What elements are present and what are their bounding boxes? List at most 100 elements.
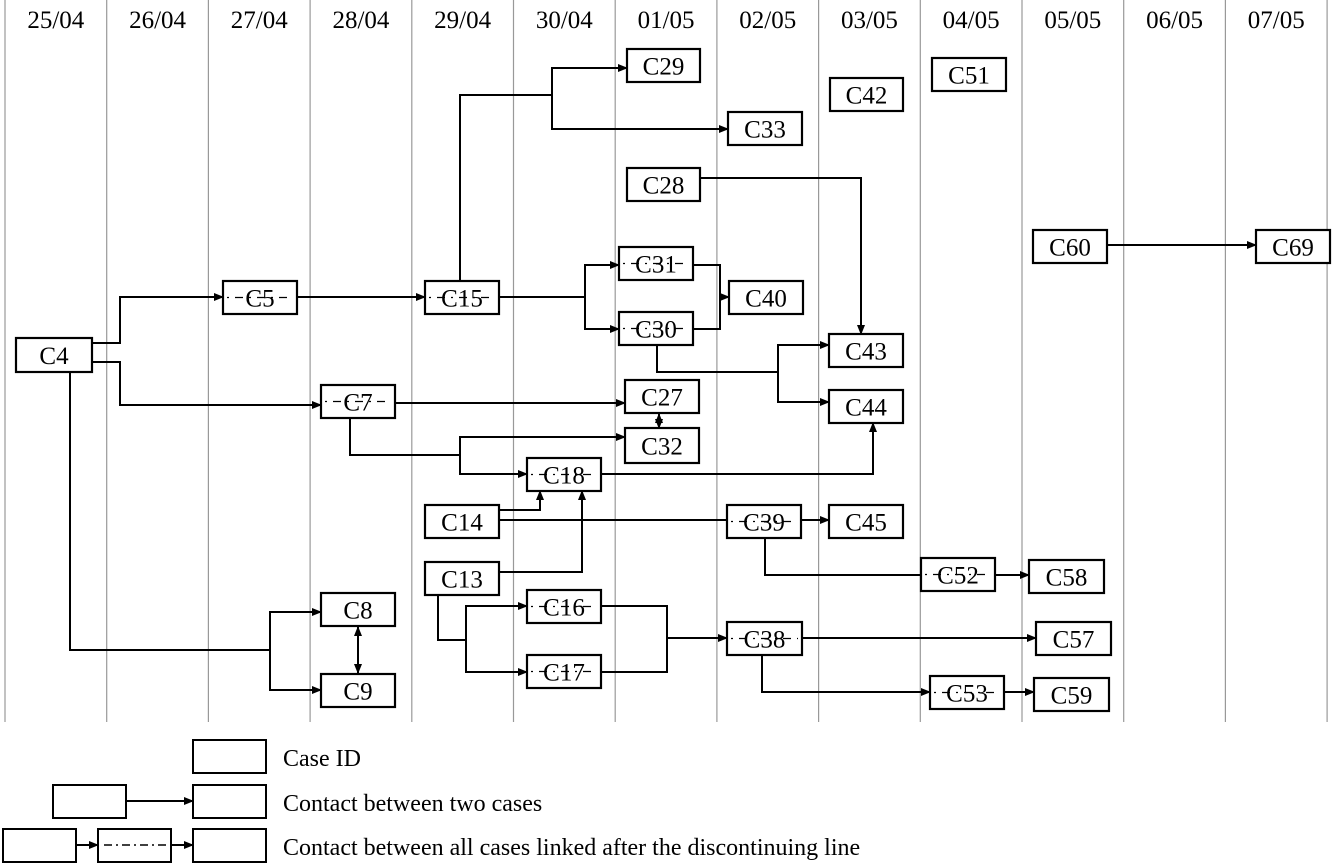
legend-box [52,784,127,819]
case-box-c33: C33 [726,110,804,147]
contact-line [69,372,270,651]
case-label: C29 [643,54,685,81]
case-box-c51: C51 [930,56,1008,93]
case-box-c27: C27 [623,378,701,415]
contact-line [269,608,322,650]
date-header: 04/05 [943,7,1000,34]
date-header: 26/04 [129,7,186,34]
case-label: C51 [948,63,990,90]
case-box-c7: C7 [319,383,397,420]
case-label: C32 [641,434,683,461]
case-label: C4 [39,343,69,370]
case-box-c30: C30 [617,310,695,347]
legend-case-id: Case ID [283,746,361,772]
case-label: C39 [743,510,785,537]
case-box-c39: C39 [725,503,803,540]
case-label: C17 [543,660,585,687]
contact-lines [69,64,1257,696]
date-header: 30/04 [536,7,593,34]
case-label: C40 [745,286,787,313]
case-box-c59: C59 [1032,676,1111,713]
case-label: C30 [635,317,677,344]
case-box-c5: C5 [221,279,299,316]
case-label: C28 [643,173,685,200]
date-header: 29/04 [434,7,491,34]
legend-box [2,828,77,863]
case-label: C33 [744,117,786,144]
case-box-c17: C17 [525,653,603,690]
contact-line [459,455,528,478]
contact-line [584,261,620,297]
date-header: 02/05 [739,7,796,34]
case-box-c18: C18 [525,456,603,493]
contact-line [459,94,552,281]
contact-line [499,490,586,573]
case-label: C9 [343,679,372,706]
contact-line [693,264,721,330]
contact-line [656,345,778,373]
case-label: C53 [946,681,988,708]
case-label: C16 [543,595,585,622]
contact-line [92,293,224,344]
case-box-c53: C53 [928,674,1006,711]
case-box-c58: C58 [1027,558,1106,595]
case-label: C43 [845,339,887,366]
case-label: C38 [744,627,786,654]
legend-box [192,784,267,819]
legend-linked: Contact between all cases linked after t… [283,835,860,861]
case-label: C18 [543,463,585,490]
contact-line [551,64,628,95]
contact-line [777,341,830,372]
case-label: C31 [635,252,677,279]
contact-line [584,297,620,333]
case-label: C58 [1046,565,1088,592]
contact-line [551,95,729,133]
date-header: 06/05 [1146,7,1203,34]
contact-line [777,372,830,406]
case-box-c45: C45 [827,503,905,540]
case-label: C8 [343,598,372,625]
case-box-c8: C8 [319,591,397,628]
contact-line [499,490,544,511]
contact-line [269,650,322,694]
case-label: C7 [343,390,372,417]
contact-line [761,655,931,696]
case-box-c42: C42 [828,76,905,113]
case-box-c31: C31 [617,245,695,282]
date-header: 07/05 [1248,7,1305,34]
case-label: C14 [441,510,483,537]
case-box-c4: C4 [14,336,94,374]
case-label: C5 [245,286,274,313]
contact-line [465,640,528,676]
contact-line [349,418,460,456]
contact-line [764,538,921,576]
contact-line [601,422,877,475]
case-box-c13: C13 [423,560,501,597]
case-label: C45 [845,510,887,537]
case-box-c57: C57 [1034,620,1113,657]
case-label: C44 [845,395,887,422]
contact-line [700,177,865,335]
contact-line [437,595,466,641]
contact-line [465,602,528,640]
case-box-c60: C60 [1031,228,1109,265]
case-box-c29: C29 [625,47,702,84]
legend: Case ID Contact between two cases Contac… [2,739,860,863]
case-label: C52 [937,563,979,590]
case-box-c14: C14 [423,503,501,540]
case-box-c32: C32 [623,426,701,465]
case-box-c38: C38 [725,620,804,657]
case-box-c9: C9 [319,672,397,709]
date-header: 01/05 [638,7,695,34]
date-header: 25/04 [27,7,84,34]
case-box-c52: C52 [919,556,997,593]
case-label: C42 [846,83,888,110]
case-label: C13 [441,567,483,594]
case-box-c28: C28 [625,166,702,203]
case-label: C15 [441,286,483,313]
legend-box [192,828,267,863]
case-box-c40: C40 [727,279,805,316]
contact-line [459,433,626,455]
